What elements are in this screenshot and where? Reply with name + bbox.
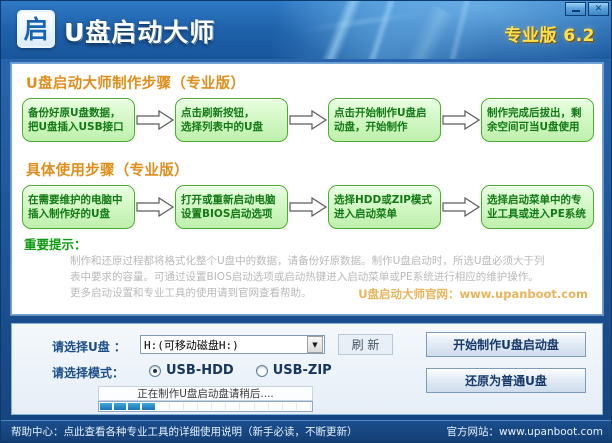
decorative-swoosh: [356, 1, 400, 59]
step-line-2: 业工具或进入PE系统: [487, 208, 586, 220]
step-line-2: 进入启动菜单: [334, 208, 397, 220]
footer-site-link[interactable]: 官方网站：www.upanboot.com: [446, 426, 603, 438]
notice-line-3: 更多启动设置和专业工具的使用请到官网查看帮助。: [70, 287, 312, 299]
radio-dot-icon: [255, 364, 268, 377]
refresh-button[interactable]: 刷 新: [338, 334, 393, 355]
arrow-right-icon: [135, 110, 175, 130]
step-box: 选择HDD或ZIP模式 进入启动菜单: [328, 185, 441, 229]
decorative-swoosh: [309, 1, 369, 59]
decorative-swoosh: [441, 1, 474, 59]
udisk-select[interactable]: H:(可移动磁盘H:) ▼: [140, 335, 325, 354]
mode-radio-group: USB-HDD USB-ZIP: [149, 363, 332, 378]
minimize-icon: [571, 10, 580, 12]
progress-cell: [184, 403, 198, 410]
progress-cell: [142, 403, 156, 410]
make-steps-title: U盘启动大师制作步骤（专业版）: [26, 76, 246, 92]
step-box: 制作完成后拔出，剩 余空间可当U盘使用: [481, 98, 594, 142]
step-line-2: 把U盘插入USB接口: [28, 121, 124, 133]
app-title: U盘启动大师: [64, 18, 216, 47]
progress-cell: [128, 403, 142, 410]
udisk-select-label: 请选择U盘 ：: [52, 340, 126, 354]
radio-label: USB-ZIP: [272, 363, 332, 378]
step-line-2: 选择列表中的U盘: [181, 121, 264, 133]
step-line-1: 制作完成后拔出，剩: [487, 107, 582, 119]
decorative-swoosh: [389, 4, 455, 59]
progress-status-text: 正在制作U盘启动盘请稍后....: [98, 386, 313, 401]
mode-select-label: 请选择模式：: [52, 366, 125, 380]
radio-usb-zip[interactable]: USB-ZIP: [255, 363, 332, 378]
arrow-right-icon: [441, 110, 481, 130]
progress-cell: [114, 403, 128, 410]
step-box: 点击开始制作U盘启 动盘，开始制作: [328, 98, 441, 142]
steps-panel: U盘启动大师制作步骤（专业版） 备份好原U盘数据， 把U盘插入USB接口 点击刷…: [11, 63, 603, 315]
close-button[interactable]: ✕: [588, 2, 609, 16]
step-box: 备份好原U盘数据， 把U盘插入USB接口: [22, 98, 135, 142]
control-panel: 请选择U盘 ： H:(可移动磁盘H:) ▼ 刷 新 请选择模式： USB-HDD…: [11, 323, 603, 415]
arrow-right-icon: [288, 197, 328, 217]
decorative-swoosh: [301, 10, 421, 34]
arrow-right-icon: [288, 110, 328, 130]
progress-cell: [269, 403, 283, 410]
usage-steps-row: 在需要维护的电脑中 插入制作好的U盘 打开或重新启动电脑 设置BIOS启动选项 …: [22, 184, 594, 230]
step-line-1: 选择启动菜单中的专: [487, 194, 582, 206]
chevron-down-icon[interactable]: ▼: [307, 336, 323, 353]
window-controls: ✕: [565, 2, 609, 16]
progress-cell: [170, 403, 184, 410]
title-bar: 启 U盘启动大师 专业版 6.2 ✕: [1, 1, 611, 59]
step-line-1: 在需要维护的电脑中: [28, 194, 123, 206]
progress-cell: [255, 403, 269, 410]
step-line-1: 打开或重新启动电脑: [181, 194, 276, 206]
step-box: 打开或重新启动电脑 设置BIOS启动选项: [175, 185, 288, 229]
step-box: 选择启动菜单中的专 业工具或进入PE系统: [481, 185, 594, 229]
usage-steps-title: 具体使用步骤（专业版）: [26, 163, 189, 179]
progress-cell: [156, 403, 170, 410]
progress-cell: [241, 403, 255, 410]
step-line-1: 点击刷新按钮，: [181, 107, 255, 119]
footer-bar: 帮助中心：点此查看各种专业工具的详细使用说明（新手必读，不断更新） 官方网站：w…: [1, 420, 611, 442]
progress-cell: [198, 403, 213, 410]
start-make-button[interactable]: 开始制作U盘启动盘: [426, 332, 586, 357]
step-box: 点击刷新按钮， 选择列表中的U盘: [175, 98, 288, 142]
important-notice: 重要提示： 制作和还原过程都将格式化整个U盘中的数据，请备份好原数据。制作U盘启…: [24, 234, 594, 301]
step-line-1: 选择HDD或ZIP模式: [334, 194, 432, 206]
radio-dot-icon: [149, 364, 161, 377]
progress-cell: [213, 403, 227, 410]
step-line-1: 备份好原U盘数据，: [28, 107, 121, 119]
progress-cell: [100, 403, 114, 410]
app-logo-icon: 启: [17, 10, 55, 48]
official-site-link[interactable]: U盘启动大师官网：www.upanboot.com: [358, 287, 588, 301]
edition-badge: 专业版 6.2: [504, 26, 595, 46]
progress-bar: [98, 401, 313, 412]
step-line-2: 余空间可当U盘使用: [487, 121, 580, 133]
step-line-2: 插入制作好的U盘: [28, 208, 111, 220]
progress-cell: [283, 403, 297, 410]
udisk-select-value: H:(可移动磁盘H:): [144, 338, 239, 352]
radio-usb-hdd[interactable]: USB-HDD: [149, 363, 234, 378]
step-line-1: 点击开始制作U盘启: [334, 107, 427, 119]
progress-cell: [297, 403, 312, 410]
restore-button[interactable]: 还原为普通U盘: [426, 368, 586, 393]
minimize-button[interactable]: [565, 2, 586, 16]
make-steps-row: 备份好原U盘数据， 把U盘插入USB接口 点击刷新按钮， 选择列表中的U盘 点击…: [22, 97, 594, 143]
help-center-link[interactable]: 帮助中心：点此查看各种专业工具的详细使用说明（新手必读，不断更新）: [11, 426, 358, 438]
progress-cell: [227, 403, 241, 410]
arrow-right-icon: [135, 197, 175, 217]
notice-line-2: 表中要求的容量。可通过设置BIOS启动选项或启动热键进入启动菜单或PE系统进行相…: [70, 271, 539, 283]
step-line-2: 动盘，开始制作: [334, 121, 408, 133]
step-line-2: 设置BIOS启动选项: [181, 208, 273, 220]
radio-label: USB-HDD: [166, 363, 234, 378]
notice-label: 重要提示：: [24, 237, 87, 252]
notice-line-1: 制作和还原过程都将格式化整个U盘中的数据，请备份好原数据。制作U盘启动时，所选U…: [70, 255, 545, 267]
step-box: 在需要维护的电脑中 插入制作好的U盘: [22, 185, 135, 229]
arrow-right-icon: [441, 197, 481, 217]
